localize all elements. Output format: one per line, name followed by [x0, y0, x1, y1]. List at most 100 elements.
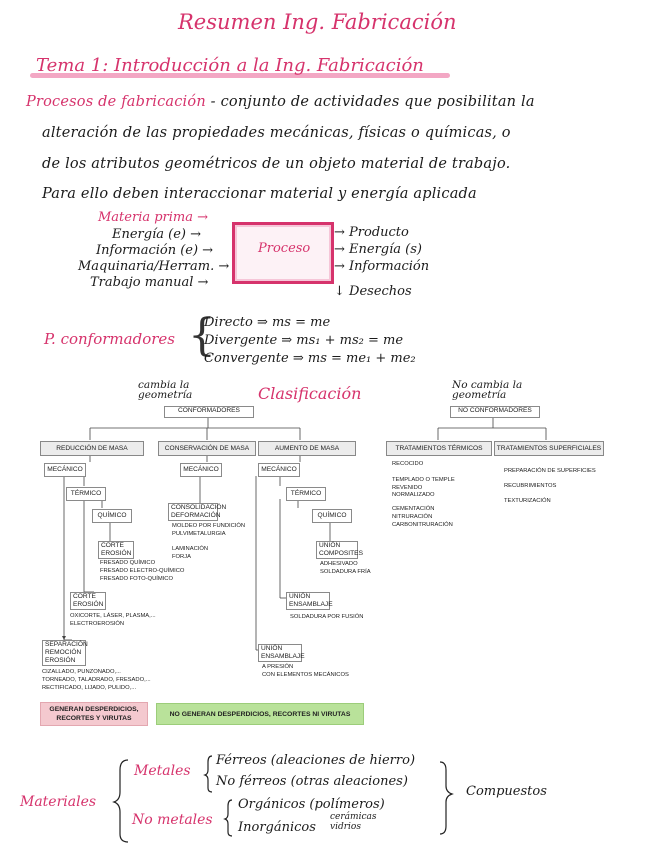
list-laminacion: LAMINACIÓN FORJA [172, 546, 208, 562]
box-corte-erosion-2: CORTE EROSIÓN [70, 592, 106, 610]
list-item: FRESADO QUÍMICO [100, 560, 156, 566]
output-informacion: → Información [334, 259, 430, 274]
input-materia: Materia prima → [98, 210, 209, 225]
box-mecanico-aumento: MECÁNICO [258, 463, 300, 477]
box-conformadores: CONFORMADORES [164, 406, 254, 418]
box-conservacion-masa: CONSERVACIÓN DE MASA [158, 441, 256, 456]
box-union-composites: UNIÓN COMPOSITES [316, 541, 363, 559]
list-item: TEMPLADO O TEMPLE [392, 476, 455, 483]
page-title: Resumen Ing. Fabricación [178, 10, 457, 34]
box-corte-erosion-1: CORTE EROSIÓN [98, 541, 134, 559]
list-tratamientos-superficiales: PREPARACIÓN DE SUPERFICIES RECUBRIMIENTO… [504, 468, 596, 505]
list-item: CEMENTACIÓN [392, 506, 435, 513]
box-mecanico-conservacion: MECÁNICO [180, 463, 222, 477]
process-term: Procesos de fabricación [26, 94, 206, 110]
list-item: LAMINACIÓN [172, 546, 209, 552]
box-separacion: SEPARACIÓN REMOCIÓN EROSIÓN [42, 640, 88, 666]
box-mecanico-reduccion: MECÁNICO [44, 463, 86, 477]
list-item: CIZALLADO, PUNZONADO,... [42, 669, 121, 675]
conformador-convergente: Convergente ⇒ ms = me₁ + me₂ [204, 351, 416, 366]
box-quimico-reduccion: QUÍMICO [92, 509, 132, 523]
list-item: TORNEADO, TALADRADO, FRESADO,... [42, 676, 151, 683]
list-item: ELECTROEROSIÓN [70, 620, 125, 627]
list-item: FORJA [172, 553, 192, 560]
intro-text-1: - conjunto de actividades que posibilita… [205, 94, 535, 110]
ferreos: Férreos (aleaciones de hierro) [216, 753, 416, 768]
deformacion-label: DEFORMACIÓN [171, 512, 221, 519]
list-union-composites: ADHESIVADO SOLDADURA FRÍA [320, 561, 371, 577]
process-box [232, 222, 334, 284]
input-informacion: Información (e) → [96, 243, 214, 258]
list-item: OXICORTE, LÁSER, PLASMA,... [70, 613, 156, 619]
list-item: NITRURACIÓN [392, 513, 433, 520]
union-label: UNIÓN [261, 645, 283, 652]
conformadores-brace: { [188, 310, 216, 361]
intro-line-4: Para ello deben interaccionar material y… [42, 186, 477, 202]
box-reduccion-masa: REDUCCIÓN DE MASA [40, 441, 144, 456]
topic-heading: Tema 1: Introducción a la Ing. Fabricaci… [36, 55, 424, 76]
note-no-cambia-geometria: No cambia la geometría [452, 379, 523, 401]
list-item: A PRESIÓN [262, 664, 294, 670]
list-item: RECOCIDO [392, 461, 424, 467]
footer-waste-line-2: RECORTES Y VIRUTAS [56, 715, 132, 722]
inorganicos: Inorgánicos [238, 820, 316, 835]
list-item: CON ELEMENTOS MECÁNICOS [262, 671, 349, 678]
input-energia: Energía (e) → [112, 227, 201, 242]
footer-no-generan-desperdicios: NO GENERAN DESPERDICIOS, RECORTES NI VIR… [156, 703, 364, 725]
input-maquinaria: Maquinaria/Herram. → [78, 259, 230, 274]
inorganicos-detail: cerámicas vidrios [330, 812, 376, 832]
corte-label: CORTE [73, 593, 96, 600]
box-tratamientos-termicos: TRATAMIENTOS TÉRMICOS [386, 441, 492, 456]
list-item: ADHESIVADO [320, 561, 358, 567]
input-trabajo: Trabajo manual → [90, 275, 209, 290]
intro-line-1: Procesos de fabricación - conjunto de ac… [26, 94, 535, 110]
ensamblaje-label: ENSAMBLAJE [289, 601, 333, 608]
list-consolidacion: MOLDEO POR FUNDICIÓN PULVIMETALURGIA [172, 523, 245, 539]
box-union-ensamblaje-2: UNIÓN ENSAMBLAJE [258, 644, 305, 662]
separacion-label: SEPARACIÓN [45, 641, 88, 648]
remocion-label: REMOCIÓN [45, 649, 82, 656]
clasificacion-heading: Clasificación [258, 384, 362, 403]
list-item: RECTIFICADO, LIJADO, PULIDO,... [42, 684, 137, 691]
conformador-directo: Directo ⇒ ms = me [204, 315, 331, 330]
footer-waste-line-1: GENERAN DESPERDICIOS, [49, 706, 139, 713]
process-label: Proceso [258, 241, 311, 256]
box-consolidacion: CONSOLIDACIÓN DEFORMACIÓN [168, 503, 227, 521]
erosion-label: EROSIÓN [101, 550, 132, 557]
list-item: SOLDADURA FRÍA [320, 568, 371, 575]
list-item: REVENIDO [392, 484, 423, 491]
box-tratamientos-superficiales: TRATAMIENTOS SUPERFICIALES [494, 441, 604, 456]
box-no-conformadores: NO CONFORMADORES [450, 406, 540, 418]
list-item: PREPARACIÓN DE SUPERFICIES [504, 468, 596, 474]
intro-line-3: de los atributos geométricos de un objet… [42, 156, 511, 172]
vidrios-label: vidrios [330, 822, 361, 832]
list-item: MOLDEO POR FUNDICIÓN [172, 523, 246, 529]
output-energia: → Energía (s) [334, 242, 422, 257]
list-item: RECUBRIMIENTOS [504, 482, 557, 489]
box-quimico-aumento: QUÍMICO [312, 509, 352, 523]
ceramicas-label: cerámicas [330, 812, 377, 822]
list-item: TEXTURIZACIÓN [504, 497, 551, 504]
corte-label: CORTE [101, 542, 124, 549]
list-item: SOLDADURA POR FUSIÓN [290, 614, 364, 620]
list-fusion: SOLDADURA POR FUSIÓN [290, 614, 363, 622]
no-ferreos: No férreos (otras aleaciones) [216, 774, 408, 789]
list-item: FRESADO ELECTRO-QUÍMICO [100, 567, 185, 574]
list-item: PULVIMETALURGIA [172, 530, 226, 537]
list-termico: OXICORTE, LÁSER, PLASMA,... ELECTROEROSI… [70, 613, 156, 629]
output-producto: → Producto [334, 225, 409, 240]
intro-line-2: alteración de las propiedades mecánicas,… [42, 125, 511, 141]
compuestos: Compuestos [466, 784, 547, 799]
conformadores-label: P. conformadores [44, 330, 175, 348]
union-label: UNIÓN [289, 593, 311, 600]
composites-label: COMPOSITES [319, 550, 363, 557]
organicos: Orgánicos (polímeros) [238, 797, 385, 812]
list-item: NORMALIZADO [392, 492, 435, 499]
conformador-divergente: Divergente ⇒ ms₁ + ms₂ = me [204, 333, 404, 348]
erosion-label: EROSIÓN [45, 657, 76, 664]
erosion-label: EROSIÓN [73, 601, 104, 608]
list-quimico: FRESADO QUÍMICO FRESADO ELECTRO-QUÍMICO … [100, 560, 184, 583]
list-item: FRESADO FOTO-QUÍMICO [100, 575, 173, 582]
consolidacion-label: CONSOLIDACIÓN [171, 504, 227, 511]
